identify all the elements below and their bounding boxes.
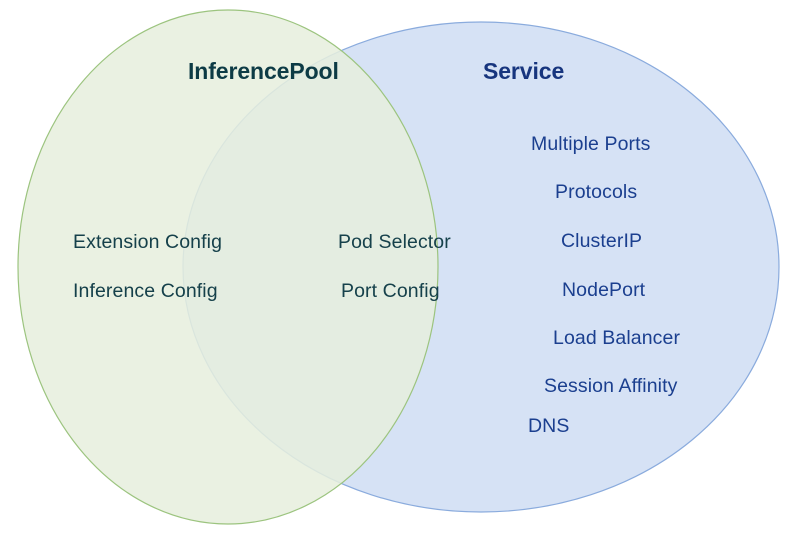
set-title-service: Service bbox=[483, 58, 565, 84]
set-title-inferencepool: InferencePool bbox=[188, 58, 339, 84]
list-item-dns: DNS bbox=[528, 415, 570, 437]
list-item-extension-config: Extension Config bbox=[73, 231, 223, 253]
list-item-protocols: Protocols bbox=[555, 181, 638, 203]
list-item-session-affinity: Session Affinity bbox=[544, 375, 678, 397]
list-item-inference-config: Inference Config bbox=[73, 280, 218, 302]
list-item-nodeport: NodePort bbox=[562, 279, 646, 301]
circle-inferencepool[interactable] bbox=[17, 9, 439, 525]
list-item-clusterip: ClusterIP bbox=[561, 230, 643, 252]
list-item-port-config: Port Config bbox=[341, 280, 440, 302]
list-item-pod-selector: Pod Selector bbox=[338, 231, 451, 253]
list-item-multiple-ports: Multiple Ports bbox=[531, 133, 651, 155]
list-item-load-balancer: Load Balancer bbox=[553, 327, 681, 349]
